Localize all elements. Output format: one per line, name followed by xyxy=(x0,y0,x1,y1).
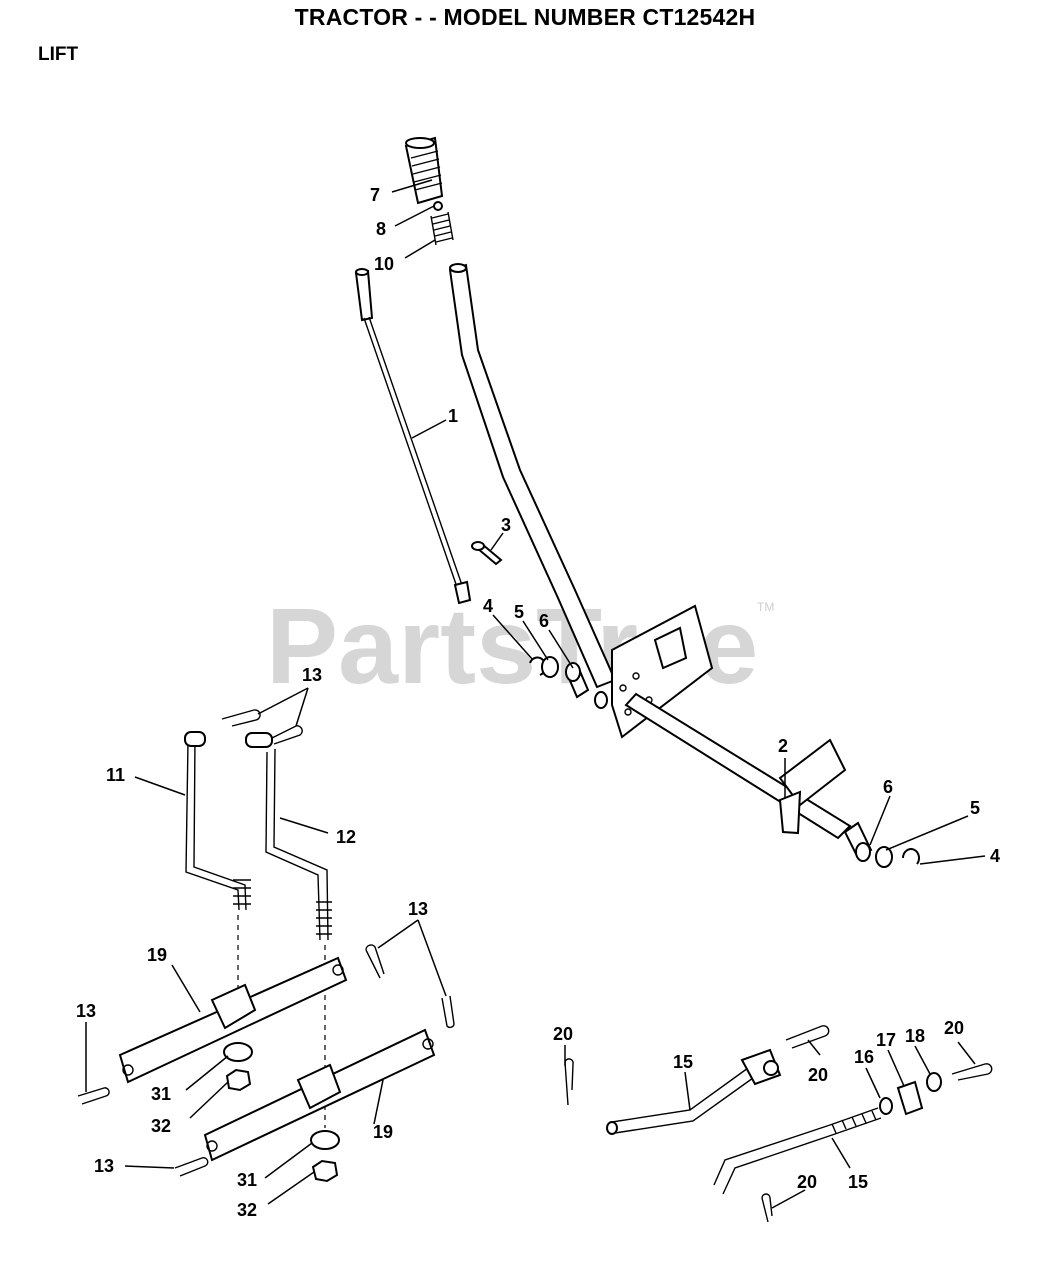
collar-upper xyxy=(594,691,608,709)
clip-20-middle[interactable] xyxy=(785,1025,830,1049)
retaining-ring-lower[interactable] xyxy=(902,848,920,865)
callout-20-right: 20 xyxy=(944,1018,964,1038)
callout-1: 1 xyxy=(448,406,458,426)
hairpin-right-2[interactable] xyxy=(441,995,455,1029)
hairpin-right-1[interactable] xyxy=(365,944,385,979)
nut-lower[interactable] xyxy=(311,1159,339,1183)
lift-handle-shaft[interactable] xyxy=(448,263,852,840)
leader-lines xyxy=(85,179,986,1209)
callout-15-upper: 15 xyxy=(673,1052,693,1072)
callout-10: 10 xyxy=(374,254,394,274)
lift-link-rod-11[interactable] xyxy=(184,731,251,911)
watermark-trademark: TM xyxy=(757,600,774,614)
callout-labels: 7 8 10 1 3 4 5 6 2 6 5 4 13 11 12 13 19 … xyxy=(76,185,1000,1220)
callout-13-bottom: 13 xyxy=(94,1156,114,1176)
callout-20-middle: 20 xyxy=(808,1065,828,1085)
clip-20-bottom[interactable] xyxy=(761,1193,773,1223)
callout-31-lower: 31 xyxy=(237,1170,257,1190)
callout-32-lower: 32 xyxy=(237,1200,257,1220)
nut-upper[interactable] xyxy=(225,1068,252,1092)
clevis-pin[interactable] xyxy=(471,541,503,566)
callout-16: 16 xyxy=(854,1047,874,1067)
page-title: TRACTOR - - MODEL NUMBER CT12542H xyxy=(294,4,756,30)
callout-13-top: 13 xyxy=(302,665,322,685)
washer-16[interactable] xyxy=(879,1097,893,1115)
hairpin-bottom[interactable] xyxy=(174,1157,209,1177)
callout-5-lower: 5 xyxy=(970,798,980,818)
lift-link-rod-12[interactable] xyxy=(245,732,332,941)
callout-19-lower: 19 xyxy=(373,1122,393,1142)
section-label: LIFT xyxy=(38,44,79,65)
callout-4-upper: 4 xyxy=(483,596,493,616)
spacer-upper[interactable] xyxy=(223,1042,253,1062)
callout-32-upper: 32 xyxy=(151,1116,171,1136)
clip-20-right[interactable] xyxy=(951,1063,993,1081)
grip-part[interactable] xyxy=(404,136,444,205)
callout-6-upper: 6 xyxy=(539,611,549,631)
callout-8: 8 xyxy=(376,219,386,239)
callout-20-bottom: 20 xyxy=(797,1172,817,1192)
lift-link-upper-19[interactable] xyxy=(118,956,348,1084)
callout-15-lower: 15 xyxy=(848,1172,868,1192)
callout-5-upper: 5 xyxy=(514,602,524,622)
callout-3: 3 xyxy=(501,515,511,535)
callout-18: 18 xyxy=(905,1026,925,1046)
spring-part[interactable] xyxy=(430,211,454,246)
bushing-upper[interactable] xyxy=(565,662,590,699)
callout-2: 2 xyxy=(778,736,788,756)
hairpin-top-2[interactable] xyxy=(267,725,303,745)
bracket-17[interactable] xyxy=(896,1080,924,1116)
callout-6-lower: 6 xyxy=(883,777,893,797)
callout-31-upper: 31 xyxy=(151,1084,171,1104)
washer-lower[interactable] xyxy=(875,846,893,868)
callout-19-upper: 19 xyxy=(147,945,167,965)
ball-part[interactable] xyxy=(433,201,443,211)
hairpin-left[interactable] xyxy=(77,1087,110,1105)
rod-15-lower[interactable] xyxy=(713,1107,882,1195)
callout-12: 12 xyxy=(336,827,356,847)
callout-20-left: 20 xyxy=(553,1024,573,1044)
callout-4-lower: 4 xyxy=(990,846,1000,866)
callout-11: 11 xyxy=(106,765,125,785)
callout-7: 7 xyxy=(370,185,380,205)
clip-20-left[interactable] xyxy=(564,1058,574,1106)
callout-17: 17 xyxy=(876,1030,896,1050)
bushing-lower[interactable] xyxy=(843,821,873,862)
hairpin-top-1[interactable] xyxy=(221,709,261,727)
rod-15-upper[interactable] xyxy=(606,1048,782,1135)
bushing-18[interactable] xyxy=(926,1072,942,1092)
callout-13-left: 13 xyxy=(76,1001,96,1021)
washer-upper[interactable] xyxy=(541,656,559,678)
callout-13-right: 13 xyxy=(408,899,428,919)
lift-link-lower-19[interactable] xyxy=(203,1028,436,1162)
spacer-lower[interactable] xyxy=(310,1130,340,1150)
lift-rod[interactable] xyxy=(354,268,472,605)
